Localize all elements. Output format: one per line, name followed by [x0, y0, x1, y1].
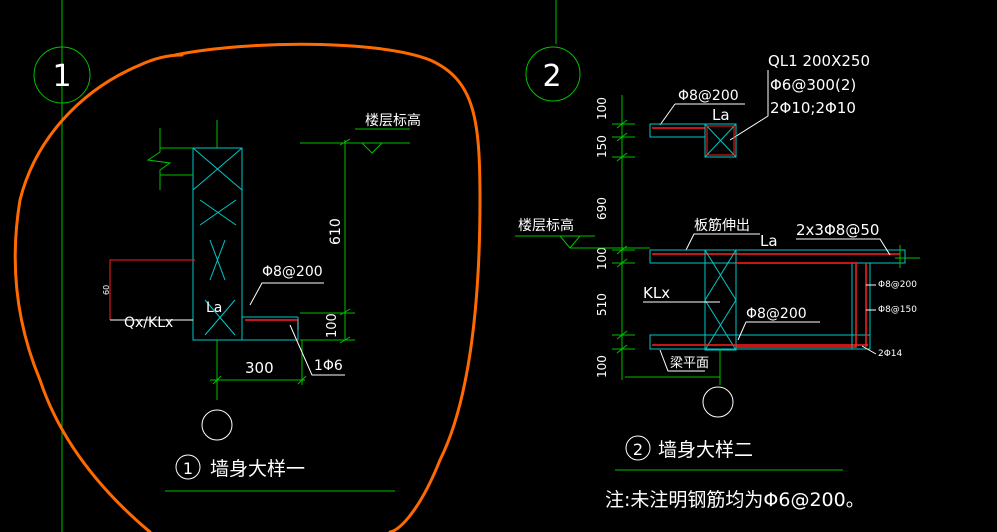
- ql1-section-x2: [704, 123, 737, 158]
- ql1-stirrup-label: Φ6@300(2): [770, 76, 856, 94]
- ql1-section-box: [704, 123, 737, 158]
- bar-1phi6-leader: [289, 324, 345, 376]
- beam-bottom-label: 梁平面: [670, 356, 709, 371]
- detail-title-number-1: 1: [183, 459, 193, 478]
- axis-bubble-1-label: 1: [52, 59, 71, 94]
- mid-slab-outline: [649, 249, 906, 264]
- dim-v-100-b: 100: [595, 247, 609, 270]
- ql1-leader: [729, 70, 769, 141]
- axis-bubble-2-label: 2: [542, 59, 561, 94]
- axis-bubble-2: [525, 46, 581, 102]
- markup-freehand-circle: [13, 42, 482, 532]
- side-wall-rebar: [736, 262, 857, 348]
- dim-100-label-1: 100: [325, 313, 340, 338]
- dim-610-label: 610: [328, 218, 344, 245]
- side-wall-outline: [851, 262, 871, 350]
- top-slab-outline: [649, 123, 706, 138]
- right-dim-ticks: [895, 245, 920, 268]
- beam-label-qx-klx: Qx/KLx: [124, 315, 173, 331]
- bottom-rebar-label: Φ8@200: [746, 306, 807, 322]
- ql1-longbar-label: 2Φ10;2Φ10: [770, 99, 856, 117]
- la-label-top: La: [712, 106, 730, 124]
- axis-bubble-1: [33, 46, 91, 104]
- level-marker-2: [515, 235, 650, 249]
- detail-1: 1 楼层标高: [33, 46, 421, 492]
- column-circle-2: [702, 386, 734, 418]
- bar-1phi6-label: 1Φ6: [314, 358, 343, 374]
- detail-2: 2 QL1 200X250 Φ6@300(2) 2Φ10;2Φ10 Φ8@200…: [515, 46, 920, 511]
- general-note: 注:未注明钢筋均为Φ6@200。: [605, 489, 865, 511]
- dim-v-100-a: 100: [595, 97, 609, 120]
- bottom-rebar-leader: [737, 321, 820, 341]
- slab-extend-label: 板筋伸出: [694, 217, 750, 234]
- slab-extend-leader: [685, 233, 760, 251]
- dim-v-150: 150: [595, 135, 609, 158]
- side-label-2phi14: 2Φ14: [878, 349, 903, 359]
- dimension-horizontal-300: [210, 340, 307, 400]
- rebar-2x3-label: 2x3Φ8@50: [796, 221, 879, 239]
- level-label-2: 楼层标高: [518, 217, 574, 234]
- detail-title-2: 墙身大样二: [658, 439, 753, 461]
- la-label-mid: La: [760, 232, 778, 250]
- detail-title-bubble-2: [625, 435, 651, 461]
- level-marker-1: [300, 142, 410, 154]
- rebar-label-phi8-200: Φ8@200: [262, 264, 323, 280]
- dim-v-690: 690: [595, 197, 609, 220]
- dim-v-100-c: 100: [595, 355, 609, 378]
- break-line-symbol: [146, 128, 172, 190]
- side-label-150: Φ8@150: [878, 305, 917, 315]
- klx-x2: [704, 249, 737, 301]
- dim-300-label: 300: [245, 359, 274, 377]
- klx-label: KLx: [643, 284, 670, 302]
- column-circle-1: [201, 409, 233, 441]
- detail-title-number-2: 2: [633, 440, 643, 459]
- klx-x4: [704, 299, 737, 351]
- small-red-frame: [109, 259, 195, 320]
- ql1-rebar-ring: [706, 125, 735, 156]
- rebar-2x3-leader: [796, 238, 891, 256]
- ql1-label: QL1 200X250: [768, 52, 870, 70]
- level-label-1: 楼层标高: [365, 112, 421, 129]
- small-dim-label: 60: [102, 285, 111, 295]
- top-rebar-leader: [659, 103, 676, 126]
- la-label-1: La: [206, 300, 222, 316]
- dim-v-510: 510: [595, 293, 609, 316]
- side-label-200: Φ8@200: [878, 280, 917, 290]
- rebar-leader-1: [249, 282, 324, 306]
- detail-title-1: 墙身大样一: [210, 458, 305, 480]
- detail-title-bubble-1: [175, 454, 201, 480]
- dimension-vertical-1: [300, 138, 355, 344]
- dimension-vertical-2: [612, 95, 635, 380]
- top-rebar-label: Φ8@200: [678, 88, 739, 104]
- beam-bottom-leader: [659, 349, 705, 372]
- side-leader-2phi14: [861, 345, 877, 355]
